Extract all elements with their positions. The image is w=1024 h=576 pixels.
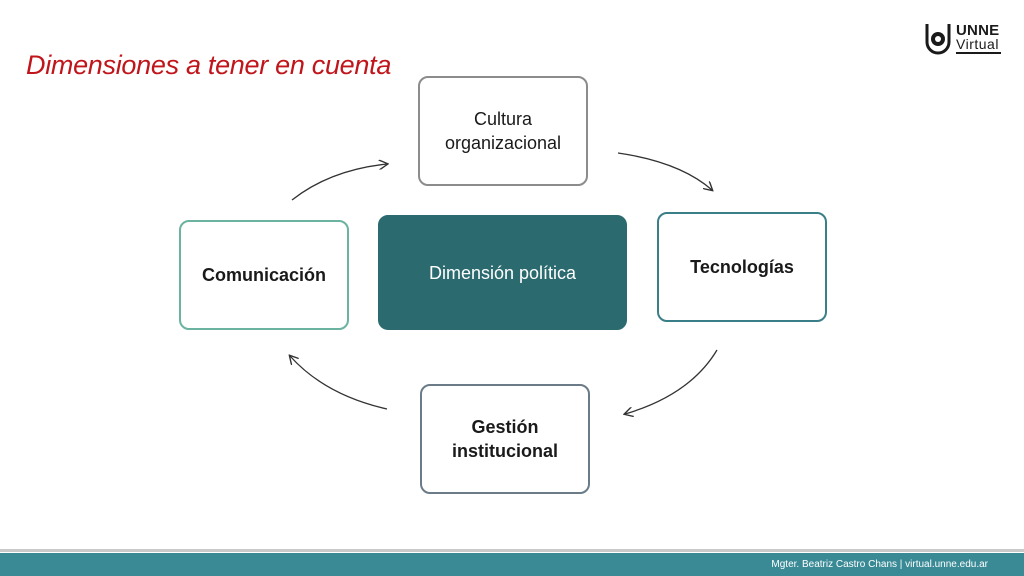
- node-label-line: Gestión: [471, 417, 539, 437]
- unne-logo-icon: [925, 24, 951, 55]
- center-node-dimension-politica: Dimensión política: [378, 215, 627, 330]
- footer-bar: Mgter. Beatriz Castro Chans | virtual.un…: [0, 553, 1024, 576]
- node-label-line: Cultura: [473, 109, 532, 129]
- center-label: Dimensión política: [428, 262, 577, 283]
- node-label-line: institucional: [451, 441, 558, 461]
- arrow-cultura-to-tecnologias: [617, 152, 712, 190]
- node-cultura-organizacional: Cultura organizacional: [418, 76, 588, 186]
- slide-title: Dimensiones a tener en cuenta: [26, 50, 392, 80]
- logo-text-bottom: Virtual: [956, 36, 1001, 54]
- arrow-gestion-to-comunicacion: [290, 356, 388, 410]
- node-gestion-institucional: Gestión institucional: [420, 384, 590, 494]
- node-label-line: organizacional: [444, 133, 562, 153]
- arrow-tecnologias-to-gestion: [625, 349, 718, 414]
- node-label-line: Comunicación: [201, 265, 326, 285]
- node-label-line: Tecnologías: [690, 257, 794, 277]
- node-tecnologias: Tecnologías: [657, 212, 827, 322]
- unne-virtual-logo: UNNE Virtual: [924, 22, 1014, 56]
- logo-text-top: UNNE: [956, 22, 1000, 39]
- footer-divider: [0, 549, 1024, 552]
- arrow-comunicacion-to-cultura: [291, 164, 387, 201]
- node-comunicacion: Comunicación: [179, 220, 349, 330]
- footer-credit: Mgter. Beatriz Castro Chans | virtual.un…: [771, 559, 988, 570]
